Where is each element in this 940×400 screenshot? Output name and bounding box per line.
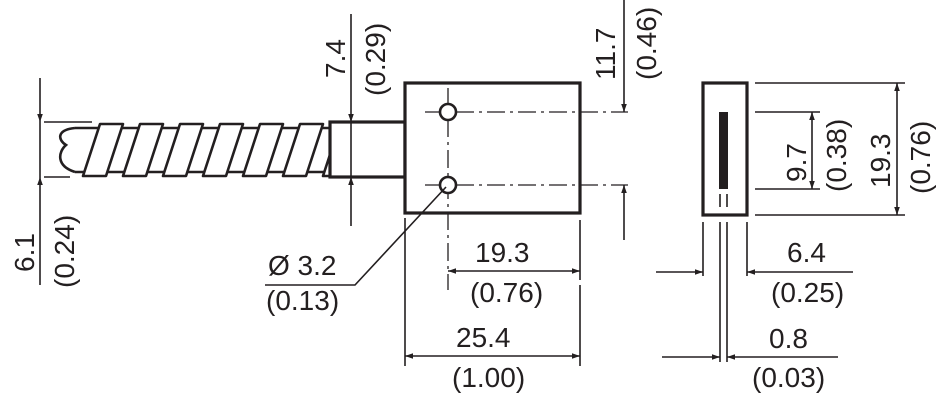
dim-sleeve-diameter: 7.4 (0.29): [320, 14, 391, 226]
dim-value-in: (0.03): [752, 362, 825, 393]
dim-value-mm: Ø 3.2: [268, 250, 336, 281]
cable-spiral-stripe: [201, 122, 245, 178]
dim-value-in: (1.00): [452, 362, 525, 393]
dim-slot-width: 0.8 (0.03): [662, 323, 838, 393]
dim-value-mm: 7.4: [320, 39, 351, 78]
cable-spiral-stripe: [281, 122, 325, 178]
dim-value-mm: 25.4: [456, 322, 511, 353]
dim-slot-length: 9.7 (0.38): [755, 111, 852, 192]
cable-spiral-stripe: [121, 122, 165, 178]
dim-hole-spacing: 11.7 (0.46): [590, 0, 662, 240]
sensor-body: [403, 81, 582, 215]
dim-value-in: (0.29): [360, 23, 391, 96]
dim-value-in: (0.24): [49, 215, 80, 288]
dim-cable-diameter: 6.1 (0.24): [9, 78, 80, 288]
cable-break: [59, 126, 76, 174]
dim-value-mm: 11.7: [590, 28, 621, 80]
dim-value-in: (0.13): [266, 285, 339, 316]
dim-value-mm: 0.8: [769, 323, 808, 354]
cable-spiral: [81, 122, 365, 178]
dim-value-mm: 6.1: [9, 233, 40, 272]
dim-value-in: (0.76): [905, 121, 936, 194]
dim-hole-diameter: Ø 3.2 (0.13): [265, 186, 447, 316]
dim-value-mm: 19.3: [865, 134, 896, 189]
sensing-slot: [719, 112, 728, 189]
dim-value-mm: 9.7: [781, 143, 812, 182]
dim-value-in: (0.38): [821, 119, 852, 192]
sensor-side-view: [701, 81, 749, 362]
dim-body-width: 6.4 (0.25): [656, 237, 853, 308]
dim-value-in: (0.46): [631, 7, 662, 80]
cable-sleeve: [328, 120, 407, 179]
dim-hole-to-end: 19.3 (0.76): [448, 220, 581, 308]
cable-spiral-stripe: [241, 122, 285, 178]
dim-value-mm: 19.3: [475, 237, 530, 268]
dim-body-height: 19.3 (0.76): [755, 82, 936, 216]
dim-body-length: 25.4 (1.00): [404, 218, 581, 393]
cable: [44, 121, 365, 178]
dim-value-mm: 6.4: [787, 237, 826, 268]
dim-value-in: (0.76): [470, 277, 543, 308]
cable-spiral-stripe: [161, 122, 205, 178]
cable-spiral-stripe: [81, 122, 125, 178]
mounting-hole-top: [438, 102, 458, 122]
dim-value-in: (0.25): [771, 277, 844, 308]
